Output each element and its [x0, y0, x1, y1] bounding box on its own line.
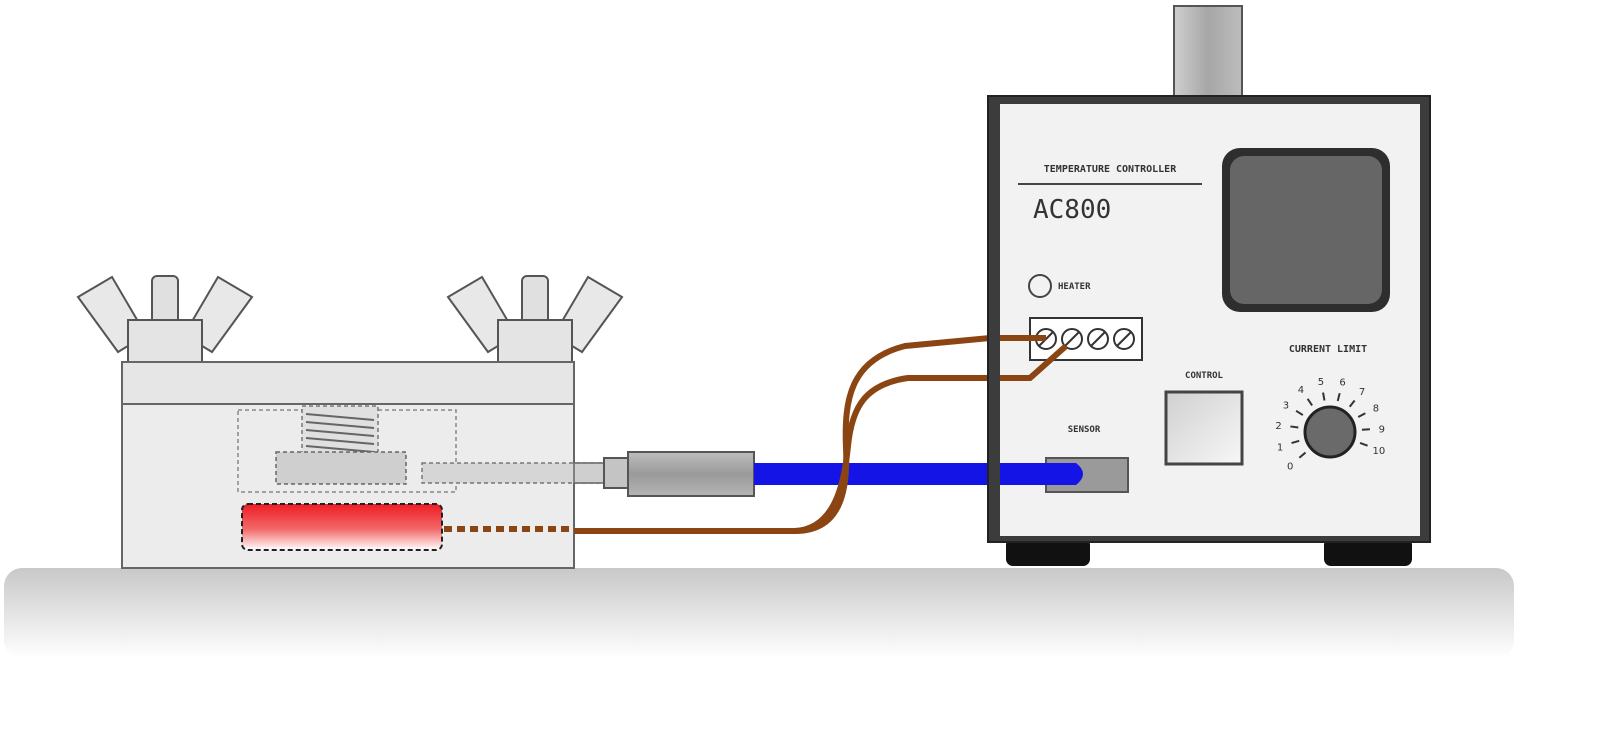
clamp-plate — [275, 451, 407, 485]
dial-tick — [1359, 442, 1368, 447]
wing-nut-left — [76, 275, 254, 363]
dial-number: 4 — [1298, 385, 1304, 396]
heater-label: HEATER — [1058, 282, 1091, 292]
heater-block — [76, 275, 624, 569]
terminal-screw — [1087, 328, 1109, 350]
carry-handle — [1173, 5, 1243, 99]
heater-terminal-block — [1029, 317, 1143, 361]
dial-tick — [1295, 409, 1304, 416]
dial-tick — [1291, 439, 1300, 444]
wing-nut-right — [446, 275, 624, 363]
control-label: CONTROL — [1185, 371, 1224, 381]
model-name: AC800 — [1033, 195, 1111, 225]
dial-number: 3 — [1283, 400, 1289, 411]
terminal-screw — [1061, 328, 1083, 350]
dial-number: 10 — [1372, 446, 1385, 457]
heater-element — [241, 503, 443, 551]
dial-tick — [1336, 392, 1341, 402]
sensor-label: SENSOR — [1068, 425, 1101, 435]
heater-indicator-lamp — [1028, 274, 1052, 298]
bench-surface — [4, 568, 1514, 658]
controller-header: TEMPERATURE CONTROLLER — [1044, 164, 1177, 175]
dial-tick — [1306, 398, 1313, 407]
dial-tick — [1348, 399, 1356, 408]
dial-tick — [1361, 428, 1370, 431]
dial-tick — [1290, 425, 1299, 429]
sensor-probe-channel — [421, 462, 607, 484]
dial-number: 1 — [1277, 442, 1283, 453]
current-limit-dial-scale: 01 234 5 6 789 10 — [1275, 377, 1385, 473]
internal-screw — [301, 405, 379, 457]
foot-left — [1006, 538, 1090, 566]
dial-number: 7 — [1359, 387, 1365, 398]
dial-number: 9 — [1379, 424, 1385, 435]
heater-wire-2-terminal — [1000, 343, 1068, 381]
dial-number: 2 — [1275, 421, 1281, 432]
foot-right — [1324, 538, 1412, 566]
heater-wire-2 — [794, 347, 1061, 534]
dial-number: 5 — [1318, 377, 1324, 388]
dial-number: 6 — [1339, 378, 1345, 389]
current-limit-knob[interactable] — [1303, 405, 1357, 459]
current-limit-label: CURRENT LIMIT — [1289, 344, 1367, 355]
sensor-probe — [573, 451, 755, 497]
dial-number: 0 — [1287, 461, 1293, 472]
heater-wire-1 — [574, 335, 1052, 534]
dial-tick — [1322, 392, 1326, 401]
sensor-cable-plug — [1040, 463, 1083, 485]
control-button[interactable] — [1164, 390, 1244, 466]
dial-number: 8 — [1373, 404, 1379, 415]
dial-tick — [1357, 412, 1366, 418]
display-screen — [1230, 156, 1382, 304]
clamp-top-plate — [121, 361, 575, 405]
terminal-screw — [1113, 328, 1135, 350]
dial-tick — [1298, 451, 1307, 459]
